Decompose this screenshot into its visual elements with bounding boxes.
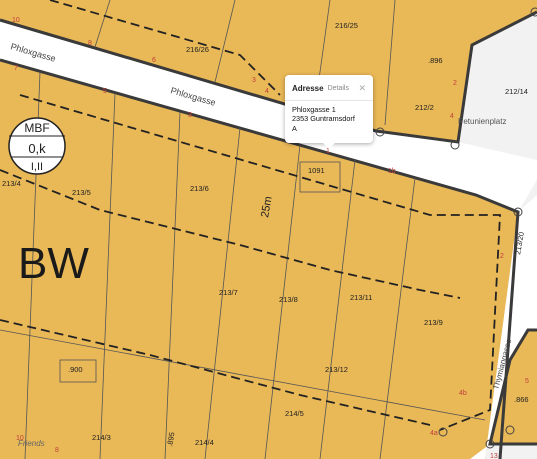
scale-label-25m: 25m	[259, 195, 275, 218]
petunienplatz-area[interactable]	[458, 12, 537, 160]
parcel-area-main[interactable]	[0, 60, 518, 459]
house-number: 5	[525, 378, 529, 385]
house-number: 10	[16, 435, 24, 442]
details-tab[interactable]: Details	[327, 84, 349, 92]
place-label-petunienplatz: Petunienplatz	[458, 117, 506, 126]
boundary-points	[375, 7, 537, 449]
mbf-badge-top: MBF	[24, 121, 49, 135]
house-number: 10	[12, 17, 20, 24]
road-phloxgasse[interactable]	[0, 20, 537, 212]
popup-divider	[285, 100, 373, 101]
parcel-numbers: 216/25 216/26 212/14 212/2 213/4 213/5 2…	[2, 21, 529, 447]
parcel-number: 216/26	[186, 45, 209, 54]
house-number: 2	[453, 80, 457, 87]
parcel-number: 213/5	[72, 188, 91, 197]
building-lines	[0, 0, 501, 431]
watermark: Friends	[18, 439, 45, 448]
house-number: 8	[88, 40, 92, 47]
parcel-number: .896	[428, 56, 443, 65]
house-numbers: 10 8 6 4 3 2 4 7 5 3 1 1b 2 5 4b 4a 10 8…	[12, 17, 529, 459]
house-number: 6	[152, 57, 156, 64]
parcel-area-north[interactable]	[0, 0, 537, 142]
address-extra: A	[292, 123, 297, 133]
parcel-number: .900	[68, 365, 83, 374]
parcel-number: 213/8	[279, 295, 298, 304]
house-number: 8	[55, 447, 59, 454]
house-number: 13	[490, 453, 498, 459]
house-number: 1	[326, 148, 330, 155]
parcel-number: 214/5	[285, 409, 304, 418]
house-number: 5	[103, 88, 107, 95]
house-number: 2	[500, 253, 504, 260]
house-number: 1b	[388, 168, 396, 175]
house-number: 4	[450, 113, 454, 120]
parcel-number: 216/25	[335, 21, 358, 30]
mbf-badge-middle: 0,k	[28, 141, 46, 156]
parcel-number: 213/20	[513, 231, 526, 255]
parcel-number: 1091	[308, 166, 325, 175]
parcel-number: 214/3	[92, 433, 111, 442]
parcel-number: 213/7	[219, 288, 238, 297]
block-border-southeast	[488, 328, 537, 446]
popup-body: Phloxgasse 1 2353 Guntramsdorf A	[285, 105, 373, 133]
parcel-number: 213/4	[2, 179, 21, 188]
block-border-south	[0, 58, 520, 459]
house-number: 4a	[430, 430, 438, 437]
address-street: Phloxgasse 1	[292, 105, 336, 114]
parcel-number: 214/4	[195, 438, 214, 447]
parcel-number: 213/12	[325, 365, 348, 374]
house-number: 7	[14, 65, 18, 72]
close-icon[interactable]: ✕	[358, 82, 366, 93]
house-number: 4b	[459, 390, 467, 397]
popup-header: Adresse Details ✕	[285, 75, 373, 95]
popup-title: Adresse	[292, 83, 324, 93]
parcel-number: 213/6	[190, 184, 209, 193]
parcel-number: 213/9	[424, 318, 443, 327]
popup-pointer	[323, 143, 335, 149]
mbf-badge-bottom: I,II	[31, 161, 43, 173]
house-number: 3	[188, 112, 192, 119]
house-number: 3	[252, 77, 256, 84]
house-number: 4	[265, 88, 269, 95]
parcel-number: 212/14	[505, 87, 528, 96]
mbf-badge: MBF 0,k I,II	[8, 117, 66, 175]
parcel-number: 212/2	[415, 103, 434, 112]
road-thymiangasse[interactable]	[470, 195, 537, 459]
address-popup[interactable]: Adresse Details ✕ Phloxgasse 1 2353 Gunt…	[285, 75, 373, 149]
address-city: 2353 Guntramsdorf	[292, 114, 355, 124]
zone-label-bw: BW	[18, 239, 89, 288]
parcel-number: .866	[514, 395, 529, 404]
parcel-number: 213/11	[350, 293, 372, 302]
parcel-number: .895	[165, 431, 176, 447]
